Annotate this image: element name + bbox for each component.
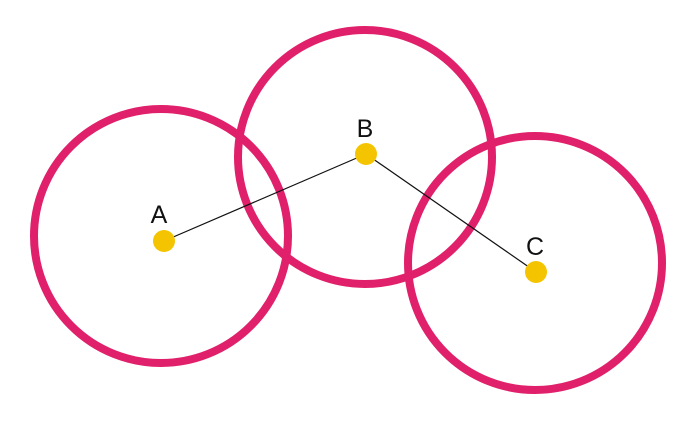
link-a-b <box>163 153 367 242</box>
node-a-dot <box>153 230 175 252</box>
node-a-label: A <box>151 201 168 229</box>
node-b-label: B <box>357 115 374 143</box>
range-circle-a <box>30 105 292 367</box>
node-c-label: C <box>526 233 544 261</box>
range-circle-b <box>234 26 496 288</box>
range-circle-c <box>404 132 666 394</box>
node-b-dot <box>355 143 377 165</box>
link-b-c <box>365 153 537 273</box>
node-c-dot <box>525 261 547 283</box>
